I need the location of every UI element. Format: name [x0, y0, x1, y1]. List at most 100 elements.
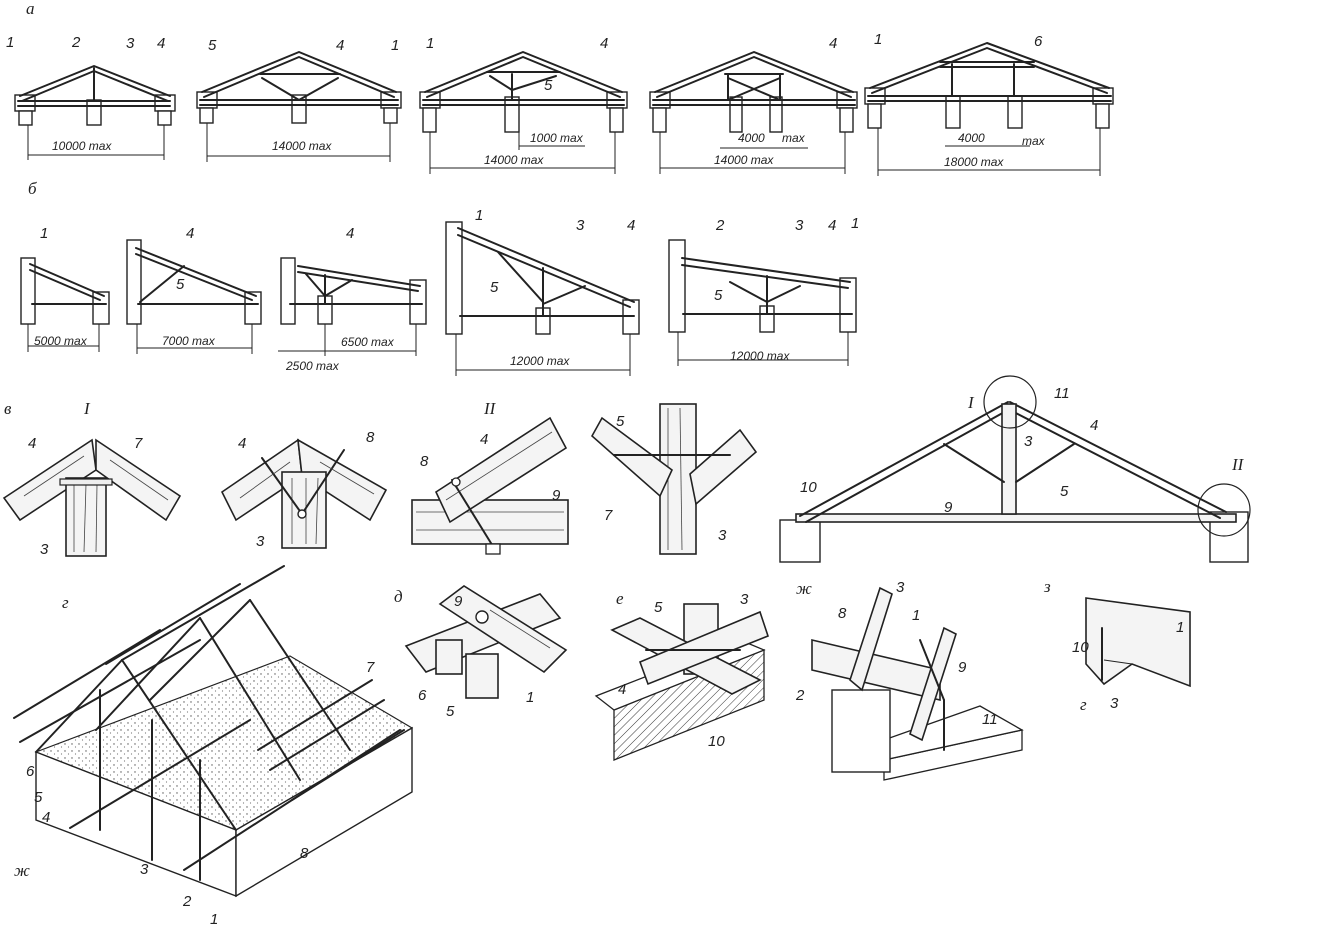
label-11: 11	[982, 711, 998, 728]
truss-b2	[126, 239, 262, 354]
label-3: 3	[40, 541, 49, 558]
label-1: 1	[1176, 619, 1184, 636]
label-4: 4	[627, 217, 635, 234]
label-5: 5	[1060, 483, 1069, 500]
label-5: 5	[714, 287, 723, 304]
label-5: 5	[446, 703, 455, 720]
dim-a5: 18000 max	[944, 155, 1004, 169]
dim-a5-inner: 4000	[958, 131, 985, 145]
dim-a5-max: max	[1022, 134, 1046, 148]
truss-a1	[14, 65, 176, 160]
section-label-v: в	[4, 399, 12, 418]
truss-a4	[649, 51, 858, 174]
detail-d	[404, 585, 568, 699]
dim-a4-inner: 4000	[738, 131, 765, 145]
label-8: 8	[300, 845, 309, 862]
label-4: 4	[238, 435, 246, 452]
label-3: 3	[1024, 433, 1033, 450]
label-5: 5	[176, 276, 185, 293]
truss-b1	[20, 257, 110, 352]
label-6: 6	[418, 687, 427, 704]
label-3: 3	[140, 861, 149, 878]
dim-a3-inner: 1000 max	[530, 131, 584, 145]
label-10: 10	[708, 733, 725, 750]
label-1: 1	[851, 215, 859, 232]
label-3: 3	[896, 579, 905, 596]
section-label-zh-left: ж	[14, 861, 30, 880]
joint-brace-detail	[590, 403, 758, 555]
label-1: 1	[526, 689, 534, 706]
detail-zh	[811, 586, 1024, 781]
dim-a1: 10000 max	[52, 139, 112, 153]
label-3: 3	[795, 217, 804, 234]
dim-b5: 12000 max	[730, 349, 790, 363]
label-2: 2	[71, 34, 81, 51]
label-2: 2	[795, 687, 805, 704]
roman-II-right: II	[1231, 455, 1245, 474]
label-2: 2	[715, 217, 725, 234]
label-10: 10	[800, 479, 817, 496]
section-label-d: д	[394, 587, 403, 606]
label-11: 11	[1054, 385, 1070, 402]
section-label-b: б	[28, 179, 37, 198]
label-3: 3	[576, 217, 585, 234]
label-1: 1	[475, 207, 483, 224]
label-8: 8	[838, 605, 847, 622]
label-4: 4	[336, 37, 344, 54]
label-1: 1	[391, 37, 399, 54]
truss-full-view	[779, 375, 1251, 563]
label-7: 7	[366, 659, 375, 676]
detail-z	[1085, 597, 1191, 688]
label-6: 6	[26, 763, 35, 780]
detail-e	[594, 603, 769, 761]
truss-b5	[668, 239, 857, 366]
label-1: 1	[6, 34, 14, 51]
label-5: 5	[654, 599, 663, 616]
section-label-e: е	[616, 589, 624, 608]
label-4: 4	[600, 35, 608, 52]
label-5: 5	[616, 413, 625, 430]
joint-strap-detail	[220, 438, 388, 549]
dim-b4: 12000 max	[510, 354, 570, 368]
label-8: 8	[366, 429, 375, 446]
label-2: 2	[182, 893, 192, 910]
label-1: 1	[874, 31, 882, 48]
label-10: 10	[1072, 639, 1089, 656]
label-4: 4	[157, 35, 165, 52]
truss-a2	[196, 51, 402, 162]
label-1: 1	[912, 607, 920, 624]
dim-a4: 14000 max	[714, 153, 774, 167]
dim-a4-max: max	[782, 131, 806, 145]
truss-a3	[419, 51, 628, 174]
section-label-zh: ж	[796, 579, 812, 598]
label-3: 3	[126, 35, 135, 52]
label-5: 5	[490, 279, 499, 296]
joint-support-detail	[411, 416, 569, 555]
label-7: 7	[134, 435, 143, 452]
label-7: 7	[604, 507, 613, 524]
label-6: 6	[1034, 33, 1043, 50]
label-1: 1	[426, 35, 434, 52]
label-1: 1	[210, 911, 218, 928]
roof-isometric-view	[13, 565, 414, 898]
label-8: 8	[420, 453, 429, 470]
roman-II-left: II	[483, 399, 497, 418]
label-9: 9	[552, 487, 561, 504]
truss-b3	[278, 257, 427, 356]
label-3: 3	[740, 591, 749, 608]
label-4: 4	[480, 431, 488, 448]
truss-b4	[445, 221, 640, 376]
label-5: 5	[544, 77, 553, 94]
label-4: 4	[618, 681, 626, 698]
dim-b1: 5000 max	[34, 334, 88, 348]
section-label-z: з	[1043, 577, 1051, 596]
label-5: 5	[208, 37, 217, 54]
label-3: 3	[1110, 695, 1119, 712]
truss-a5	[864, 42, 1114, 176]
section-label-g-small: г	[1080, 695, 1087, 714]
section-label-a: а	[26, 0, 35, 18]
dim-a3: 14000 max	[484, 153, 544, 167]
label-4: 4	[346, 225, 354, 242]
label-4: 4	[28, 435, 36, 452]
